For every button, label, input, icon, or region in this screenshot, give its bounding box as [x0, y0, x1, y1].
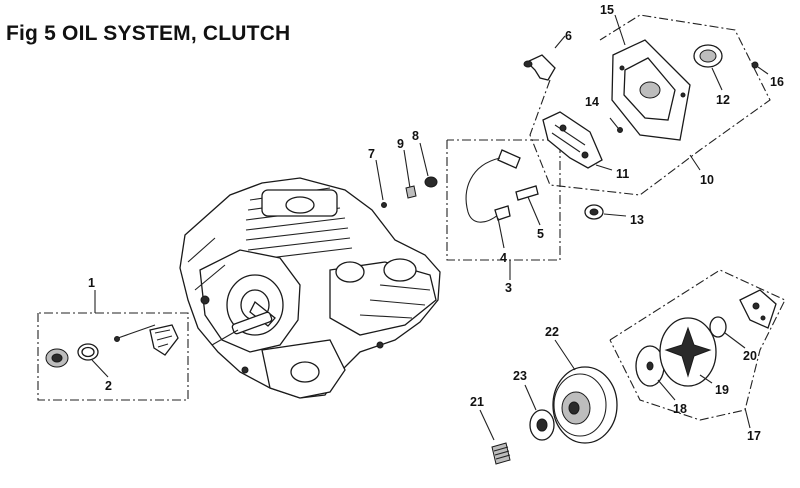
callout-20: 20 [743, 349, 757, 363]
callout-23: 23 [513, 369, 527, 383]
part-1-oil-pickup-group [37, 290, 189, 401]
callout-7: 7 [368, 147, 375, 161]
figure-title: Fig 5 OIL SYSTEM, CLUTCH [6, 22, 291, 45]
callout-13: 13 [630, 213, 644, 227]
callout-4: 4 [500, 251, 507, 265]
callout-6: 6 [565, 29, 572, 43]
callout-2: 2 [105, 379, 112, 393]
callout-22: 22 [545, 325, 559, 339]
small-fasteners-7-8-9 [375, 142, 438, 208]
callout-18: 18 [673, 402, 687, 416]
callout-3: 3 [505, 281, 512, 295]
part-22-clutch-drum [552, 339, 618, 444]
part-13-ring [584, 204, 627, 220]
callout-labels: 1 2 3 4 5 6 7 8 9 10 11 12 13 14 15 16 1… [88, 3, 784, 443]
callout-5: 5 [537, 227, 544, 241]
part-23-bearing [524, 384, 555, 441]
callout-16: 16 [770, 75, 784, 89]
part-17-clutch-group [609, 269, 786, 429]
callout-14: 14 [585, 95, 599, 109]
callout-15: 15 [600, 3, 614, 17]
part-3-oil-line-group [446, 139, 561, 280]
part-21-needle-cage [479, 409, 511, 465]
callout-8: 8 [412, 129, 419, 143]
callout-12: 12 [716, 93, 730, 107]
callout-11: 11 [616, 167, 629, 181]
callout-17: 17 [747, 429, 761, 443]
callout-10: 10 [700, 173, 714, 187]
part-10-oil-pump-group [523, 14, 771, 196]
callout-21: 21 [470, 395, 484, 409]
callout-1: 1 [88, 276, 95, 290]
engine-crankcase-drawing [179, 177, 441, 399]
callout-19: 19 [715, 383, 729, 397]
callout-9: 9 [397, 137, 404, 151]
